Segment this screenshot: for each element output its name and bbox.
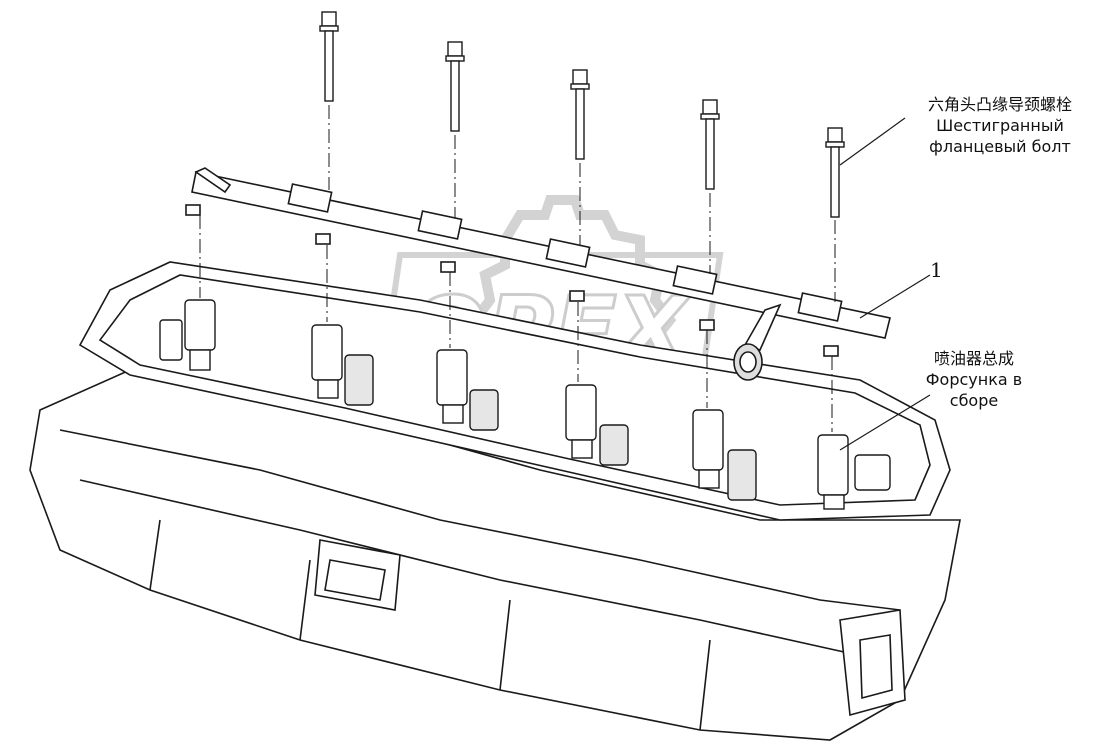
bolt-2 <box>445 41 465 132</box>
bolt-4 <box>700 99 720 190</box>
injector-label-ru-line1: Форсунка в <box>925 370 1023 389</box>
bolt-leader-line <box>839 117 906 166</box>
injector-leader-line <box>839 394 931 451</box>
injector-label: 喷油器总成 Форсунка в сборе <box>914 348 1034 411</box>
injector-station-5 <box>692 409 757 501</box>
injector-stations <box>159 299 891 510</box>
harness-leader-line <box>859 274 931 319</box>
bolt-label-zh: 六角头凸缘导颈螺栓 <box>927 95 1072 114</box>
injector-station-4 <box>565 384 629 466</box>
flange-bolts <box>319 11 845 218</box>
harness-clips <box>185 204 839 357</box>
bolt-label: 六角头凸缘导颈螺栓 Шестигранный фланцевый болт <box>900 94 1100 157</box>
bolt-label-ru-line1: Шестигранный <box>936 116 1064 135</box>
cylinder-head-body <box>29 369 961 741</box>
assembly-centerlines <box>199 105 836 432</box>
bolt-label-ru-line2: фланцевый болт <box>929 137 1071 156</box>
leader-lines <box>839 117 931 451</box>
bolt-3 <box>570 69 590 160</box>
injector-label-zh: 喷油器总成 <box>933 349 1014 368</box>
bolt-5 <box>825 127 845 218</box>
injector-station-2 <box>311 324 374 406</box>
injector-station-1 <box>159 299 216 371</box>
harness-connector-icon <box>733 303 782 381</box>
harness-callout-number: 1 <box>930 258 943 282</box>
bolt-1 <box>319 11 339 102</box>
injector-label-ru-line2: сборе <box>949 391 999 410</box>
injector-station-3 <box>436 349 499 431</box>
injector-wiring-harness <box>185 167 891 381</box>
